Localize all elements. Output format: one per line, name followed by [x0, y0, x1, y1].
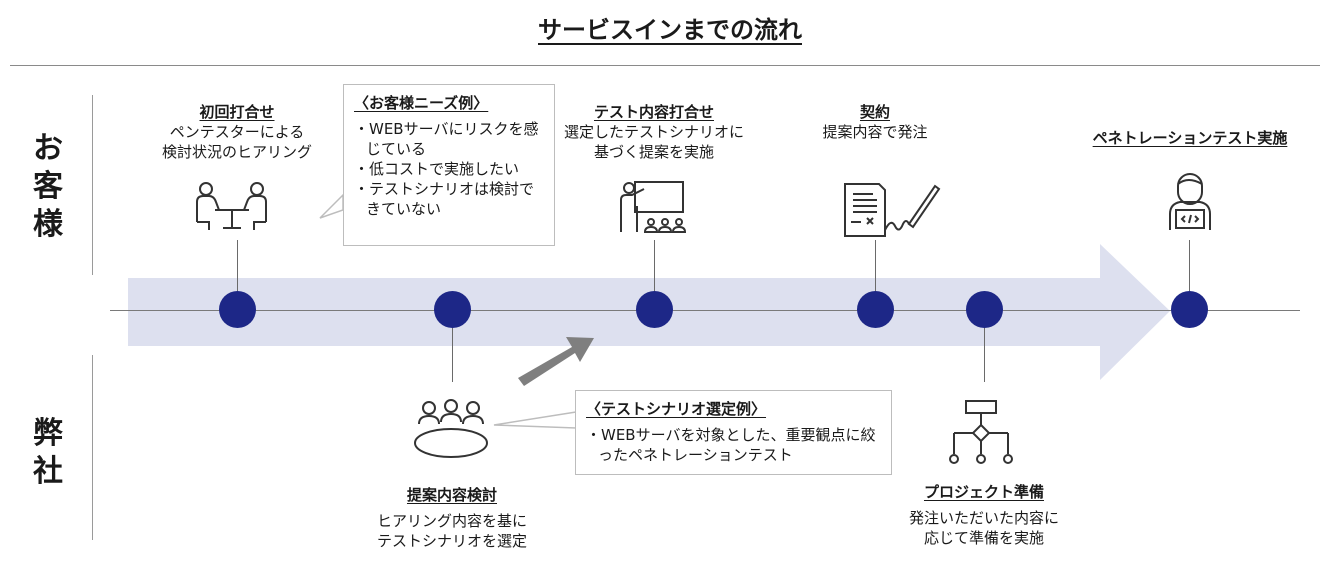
event-proposal: 提案内容検討 ヒアリング内容を基に テストシナリオを選定: [352, 485, 552, 551]
timeline-dot-initial: [219, 291, 256, 328]
lane-divider-bottom: [92, 355, 93, 540]
title-divider: [10, 65, 1320, 66]
contract-signing-icon: [844, 183, 941, 237]
needs-box: 〈お客様ニーズ例〉 ・WEBサーバにリスクを感じている ・低コストで実施したい …: [343, 84, 555, 246]
lane-label-company: 弊社: [33, 416, 63, 489]
page-title: サービスインまでの流れ: [538, 16, 802, 44]
event-pentest: ペネトレーションテスト実施: [1060, 128, 1320, 148]
flowchart-icon: [949, 400, 1013, 464]
event-title: 初回打合せ: [199, 103, 275, 121]
stem-initial: [237, 240, 238, 310]
timeline-dot-contract: [857, 291, 894, 328]
event-title: テスト内容打合せ: [593, 103, 714, 121]
event-title: プロジェクト準備: [923, 483, 1044, 501]
stem-test-meeting: [654, 240, 655, 310]
event-title: ペネトレーションテスト実施: [1092, 129, 1288, 147]
event-project-prep: プロジェクト準備 発注いただいた内容に 応じて準備を実施: [884, 482, 1084, 548]
timeline-axis: [110, 310, 1300, 311]
stem-contract: [875, 240, 876, 310]
timeline-dot-pentest: [1171, 291, 1208, 328]
timeline-dot-test-meeting: [636, 291, 673, 328]
timeline-dot-proposal: [434, 291, 471, 328]
team-discussion-icon: [414, 399, 488, 458]
stem-project-prep: [984, 310, 985, 382]
scenario-box: 〈テストシナリオ選定例〉 ・WEBサーバを対象とした、重要観点に絞ったペネトレー…: [575, 390, 892, 475]
direction-arrow-icon: [518, 337, 594, 386]
event-title: 提案内容検討: [406, 486, 497, 504]
event-title: 契約: [859, 103, 890, 121]
needs-box-heading: 〈お客様ニーズ例〉: [354, 94, 489, 112]
developer-laptop-icon: [1169, 173, 1211, 230]
stem-proposal: [452, 310, 453, 382]
scenario-box-heading: 〈テストシナリオ選定例〉: [586, 400, 767, 418]
timeline-dot-project-prep: [966, 291, 1003, 328]
presentation-icon: [620, 181, 687, 233]
meeting-icon: [196, 182, 267, 230]
event-test-meeting: テスト内容打合せ 選定したテストシナリオに 基づく提案を実施: [544, 102, 764, 162]
event-initial: 初回打合せ ペンテスターによる 検討状況のヒアリング: [137, 102, 337, 162]
lane-label-customer: お客様: [33, 131, 63, 242]
stem-pentest: [1189, 240, 1190, 310]
event-contract: 契約 提案内容で発注: [795, 102, 955, 142]
lane-divider-top: [92, 95, 93, 275]
